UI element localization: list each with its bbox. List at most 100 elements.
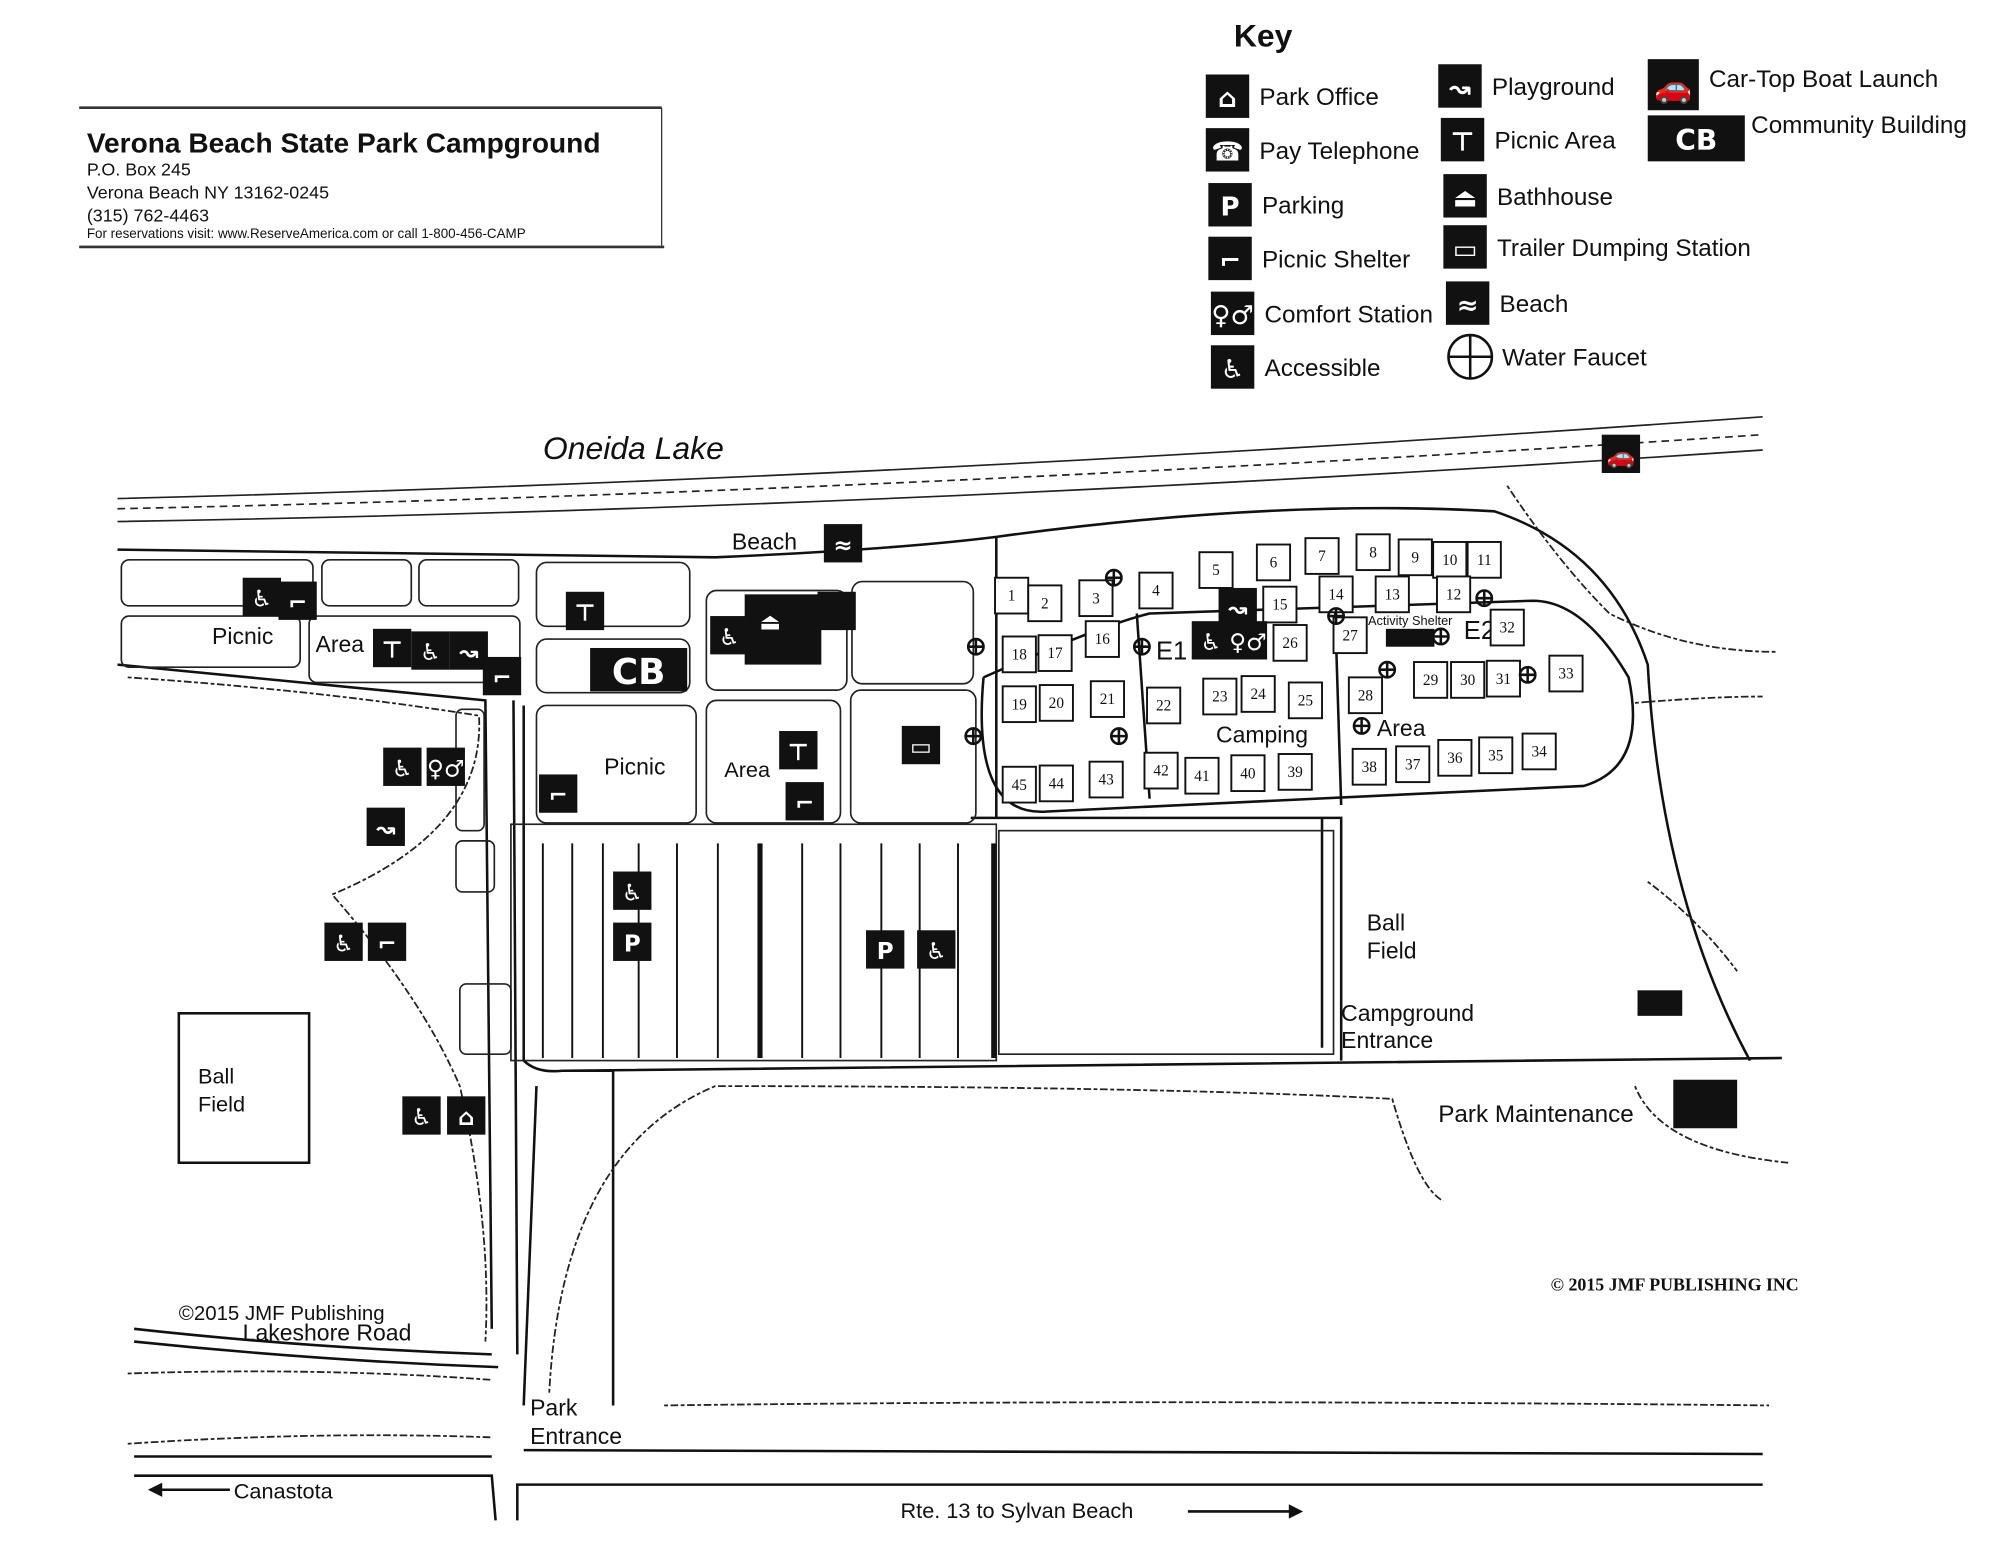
site-number: 40 [1240,765,1256,782]
water-faucet-icon [1352,716,1371,735]
arrow-left-icon [147,1482,230,1497]
campsite-21[interactable]: 21 [1089,680,1125,718]
campsite-8[interactable]: 8 [1355,533,1391,572]
campsite-29[interactable]: 29 [1413,661,1449,699]
phone: (315) 762-4463 [87,205,209,225]
site-number: 13 [1385,586,1401,603]
picnic-area-icon: ⊤ [1440,117,1485,162]
svg-text:↝: ↝ [376,816,395,842]
campsite-37[interactable]: 37 [1395,745,1431,784]
bathhouse-building-annex [817,591,856,631]
campsite-3[interactable]: 3 [1078,579,1114,618]
legend-item-telephone: ☎Pay Telephone [1205,128,1419,172]
campsite-23[interactable]: 23 [1202,677,1238,716]
campsite-40[interactable]: 40 [1230,754,1266,793]
campsite-6[interactable]: 6 [1255,543,1292,582]
water-faucet-icon [1475,589,1494,608]
area-label-2: Area [724,757,771,782]
campsite-7[interactable]: 7 [1304,537,1340,575]
campsite-18[interactable]: 18 [1001,635,1037,674]
campsite-22[interactable]: 22 [1146,686,1182,725]
site-number: 3 [1092,590,1100,607]
campsite-11[interactable]: 11 [1466,541,1502,579]
site-number: 31 [1496,671,1511,688]
campsite-45[interactable]: 45 [1001,765,1037,804]
site-number: 11 [1477,552,1492,569]
picnic-shelter-icon: ⌐ [367,922,407,961]
ball-field-right-label2: Field [1367,937,1417,963]
svg-text:♀♂: ♀♂ [1211,301,1253,331]
campsite-24[interactable]: 24 [1240,675,1276,713]
campsite-17[interactable]: 17 [1037,634,1073,672]
boat-launch-icon: 🚗 [1647,59,1699,111]
campsite-42[interactable]: 42 [1143,751,1179,790]
campsite-9[interactable]: 9 [1397,538,1433,577]
campsite-19[interactable]: 19 [1001,685,1037,724]
campsite-32[interactable]: 32 [1489,608,1525,647]
campsite-39[interactable]: 39 [1277,753,1313,791]
site-number: 1 [1008,588,1016,605]
svg-text:⌐: ⌐ [549,783,568,809]
campsite-28[interactable]: 28 [1347,676,1384,715]
legend-item-comfort-station: ♀♂Comfort Station [1210,291,1433,336]
campsite-13[interactable]: 13 [1374,575,1410,614]
water-faucet-icon [1431,627,1450,646]
site-number: 19 [1012,696,1028,713]
legend-label: Park Office [1259,84,1379,111]
site-number: 2 [1041,595,1049,612]
campsite-12[interactable]: 12 [1436,575,1472,614]
svg-text:≈: ≈ [1457,291,1479,321]
svg-text:P: P [877,939,894,965]
legend-item-water-faucet: Water Faucet [1447,333,1647,380]
picnic-area-icon: ⊤ [372,628,412,668]
picnic-shelter-icon: ⌐ [539,774,578,813]
campsite-38[interactable]: 38 [1351,747,1387,786]
picnic-area-icon: ⊤ [779,731,818,770]
accessible-icon: ♿ [411,631,450,670]
maintenance-building-main [1673,1079,1738,1129]
picnic-shelter-icon: ⌐ [482,656,522,696]
campsite-1[interactable]: 1 [994,576,1030,615]
campsite-31[interactable]: 31 [1485,659,1521,698]
legend-item-bathhouse: ⏏Bathhouse [1443,174,1613,218]
campsite-4[interactable]: 4 [1138,571,1174,610]
campsite-33[interactable]: 33 [1548,654,1584,693]
playground-icon: ↝ [1218,587,1257,627]
campsite-30[interactable]: 30 [1450,661,1486,699]
campsite-16[interactable]: 16 [1084,620,1120,658]
reservations: For reservations visit: www.ReserveAmeri… [87,226,526,241]
site-number: 41 [1194,768,1209,785]
campsite-34[interactable]: 34 [1521,732,1557,771]
camping-label: Camping [1216,722,1308,748]
site-number: 12 [1446,586,1461,603]
accessible-icon: ♿ [324,922,363,961]
legend-item-beach: ≈Beach [1445,281,1568,325]
campsite-2[interactable]: 2 [1027,584,1063,623]
campsite-10[interactable]: 10 [1432,541,1468,579]
campsite-26[interactable]: 26 [1272,624,1308,662]
campsite-35[interactable]: 35 [1478,736,1514,775]
svg-text:🚗: 🚗 [1654,70,1692,105]
accessible-icon: ♿ [917,930,956,969]
ball-field-left-label1: Ball [198,1064,234,1089]
campsite-20[interactable]: 20 [1038,684,1074,722]
campsite-36[interactable]: 36 [1437,738,1473,777]
campsite-15[interactable]: 15 [1262,585,1298,624]
campsite-41[interactable]: 41 [1184,756,1220,795]
arrow-right-icon [1187,1504,1304,1519]
site-number: 38 [1362,759,1378,776]
campsite-14[interactable]: 14 [1318,575,1354,614]
comfort-station-icon: ♀♂ [426,747,465,786]
campsite-43[interactable]: 43 [1088,760,1124,799]
e1-label: E1 [1156,637,1187,665]
site-number: 28 [1358,687,1374,704]
water-faucet-icon [1132,637,1151,656]
svg-text:↝: ↝ [1449,74,1471,104]
campsite-25[interactable]: 25 [1287,681,1323,720]
water-faucet-icon [1518,665,1537,684]
campsite-5[interactable]: 5 [1198,551,1234,589]
legend-item-picnic-shelter: ⌐Picnic Shelter [1208,236,1410,281]
campsite-44[interactable]: 44 [1038,764,1074,803]
